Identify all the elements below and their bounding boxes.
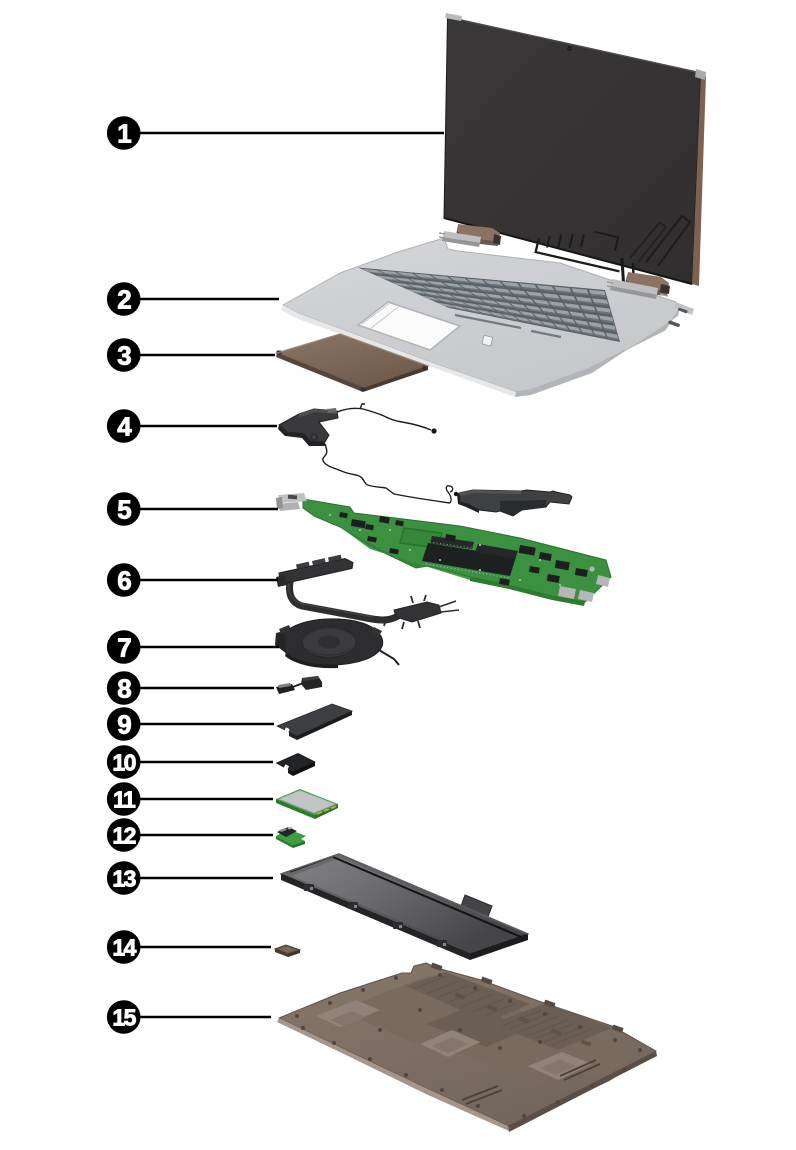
- svg-text:6: 6: [117, 566, 131, 596]
- svg-text:11: 11: [113, 787, 136, 813]
- svg-text:8: 8: [117, 674, 131, 704]
- svg-text:10: 10: [112, 750, 135, 776]
- svg-text:4: 4: [117, 412, 132, 442]
- svg-text:1: 1: [117, 119, 131, 149]
- svg-text:9: 9: [117, 710, 131, 740]
- svg-text:2: 2: [117, 285, 131, 315]
- svg-text:7: 7: [117, 633, 131, 663]
- svg-text:12: 12: [112, 823, 135, 849]
- svg-text:5: 5: [117, 495, 131, 525]
- svg-text:15: 15: [112, 1005, 136, 1031]
- svg-text:3: 3: [117, 341, 131, 371]
- svg-text:13: 13: [112, 866, 135, 892]
- svg-text:14: 14: [112, 935, 136, 961]
